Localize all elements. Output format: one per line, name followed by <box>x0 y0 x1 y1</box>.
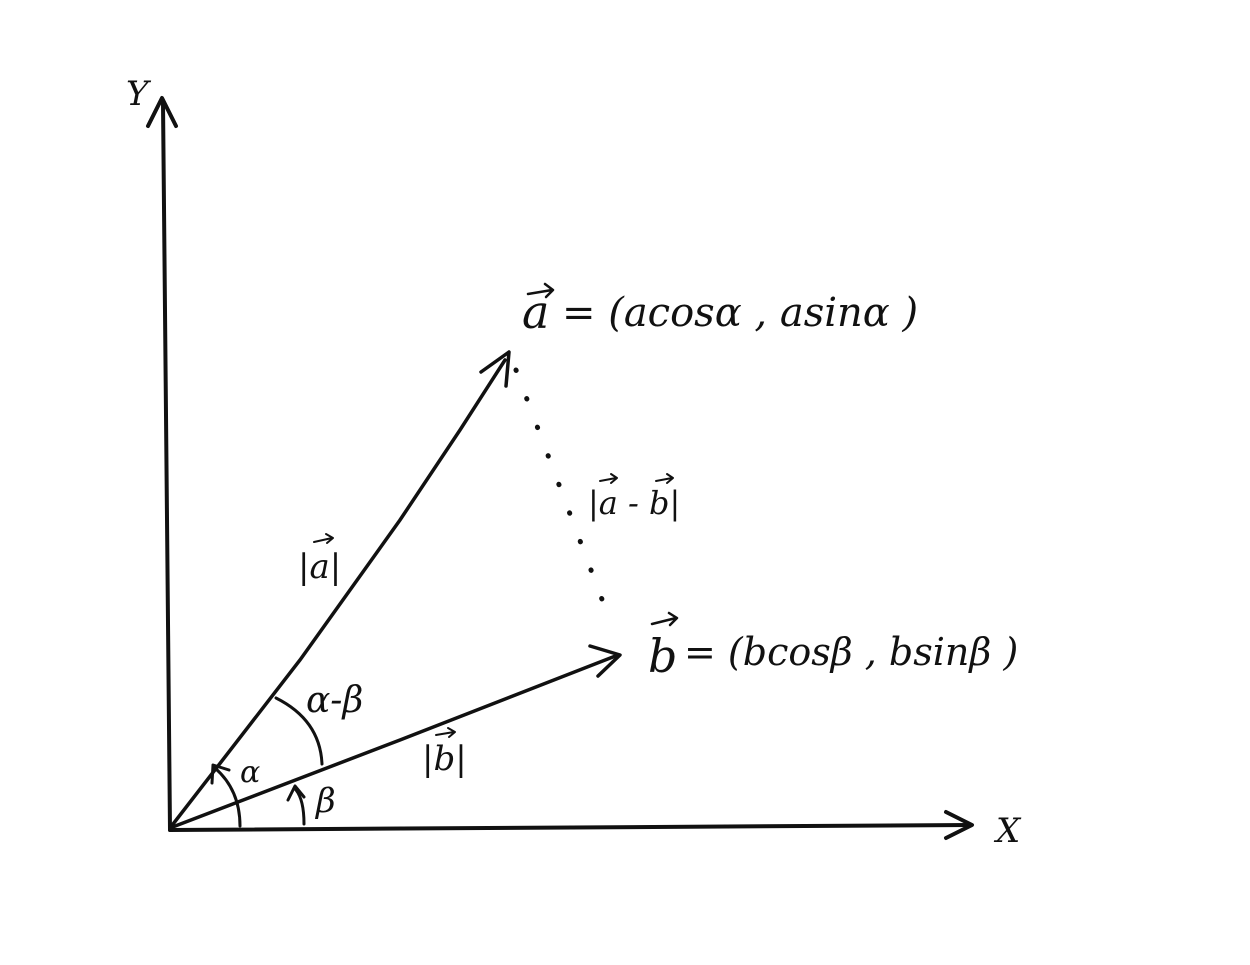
x-axis <box>168 823 972 832</box>
beta-label: β <box>314 781 336 821</box>
vector-b-label: b = (bcosβ , bsinβ ) <box>648 611 1018 683</box>
difference-label: |a - b| <box>588 484 680 522</box>
alpha-minus-beta-arc <box>274 696 324 766</box>
alpha-arc-arrowhead <box>210 763 231 785</box>
magnitude-a-label: |a| <box>298 547 341 587</box>
beta-arc <box>294 788 306 826</box>
magnitude-b-overarrow <box>435 727 456 738</box>
y-axis-label: Y <box>126 74 152 114</box>
alpha-label: α <box>240 755 260 790</box>
vector-b-definition: = (bcosβ , bsinβ ) <box>684 630 1018 674</box>
magnitude-a-label-group: |a| <box>298 533 341 587</box>
vector-a-label: a = (acosα , asinα ) <box>522 282 918 339</box>
x-axis-arrowhead <box>944 810 974 840</box>
vector-a-arrow <box>168 358 507 830</box>
vector-b-arrow <box>168 653 620 830</box>
vector-b-overarrow <box>650 611 679 627</box>
x-axis-label: X <box>993 811 1022 851</box>
y-axis-arrowhead <box>146 96 178 128</box>
difference-b-overarrow <box>655 473 674 484</box>
vector-a-name: a <box>522 285 549 339</box>
vector-a-definition: = (acosα , asinα ) <box>562 290 918 336</box>
magnitude-a-overarrow <box>313 533 334 544</box>
vector-a-arrowhead <box>479 350 511 388</box>
y-axis <box>161 101 172 832</box>
beta-arc-arrowhead <box>286 784 306 802</box>
magnitude-b-label: |b| <box>422 739 467 779</box>
alpha-arc <box>213 766 242 828</box>
vector-b-arrowhead <box>588 644 622 678</box>
alpha-minus-beta-label: α-β <box>306 680 363 721</box>
vector-b-name: b <box>648 629 677 683</box>
difference-a-overarrow <box>599 473 618 484</box>
difference-label-group: |a - b| <box>588 473 680 522</box>
vector-a-overarrow <box>526 282 555 299</box>
magnitude-b-label-group: |b| <box>422 727 467 779</box>
